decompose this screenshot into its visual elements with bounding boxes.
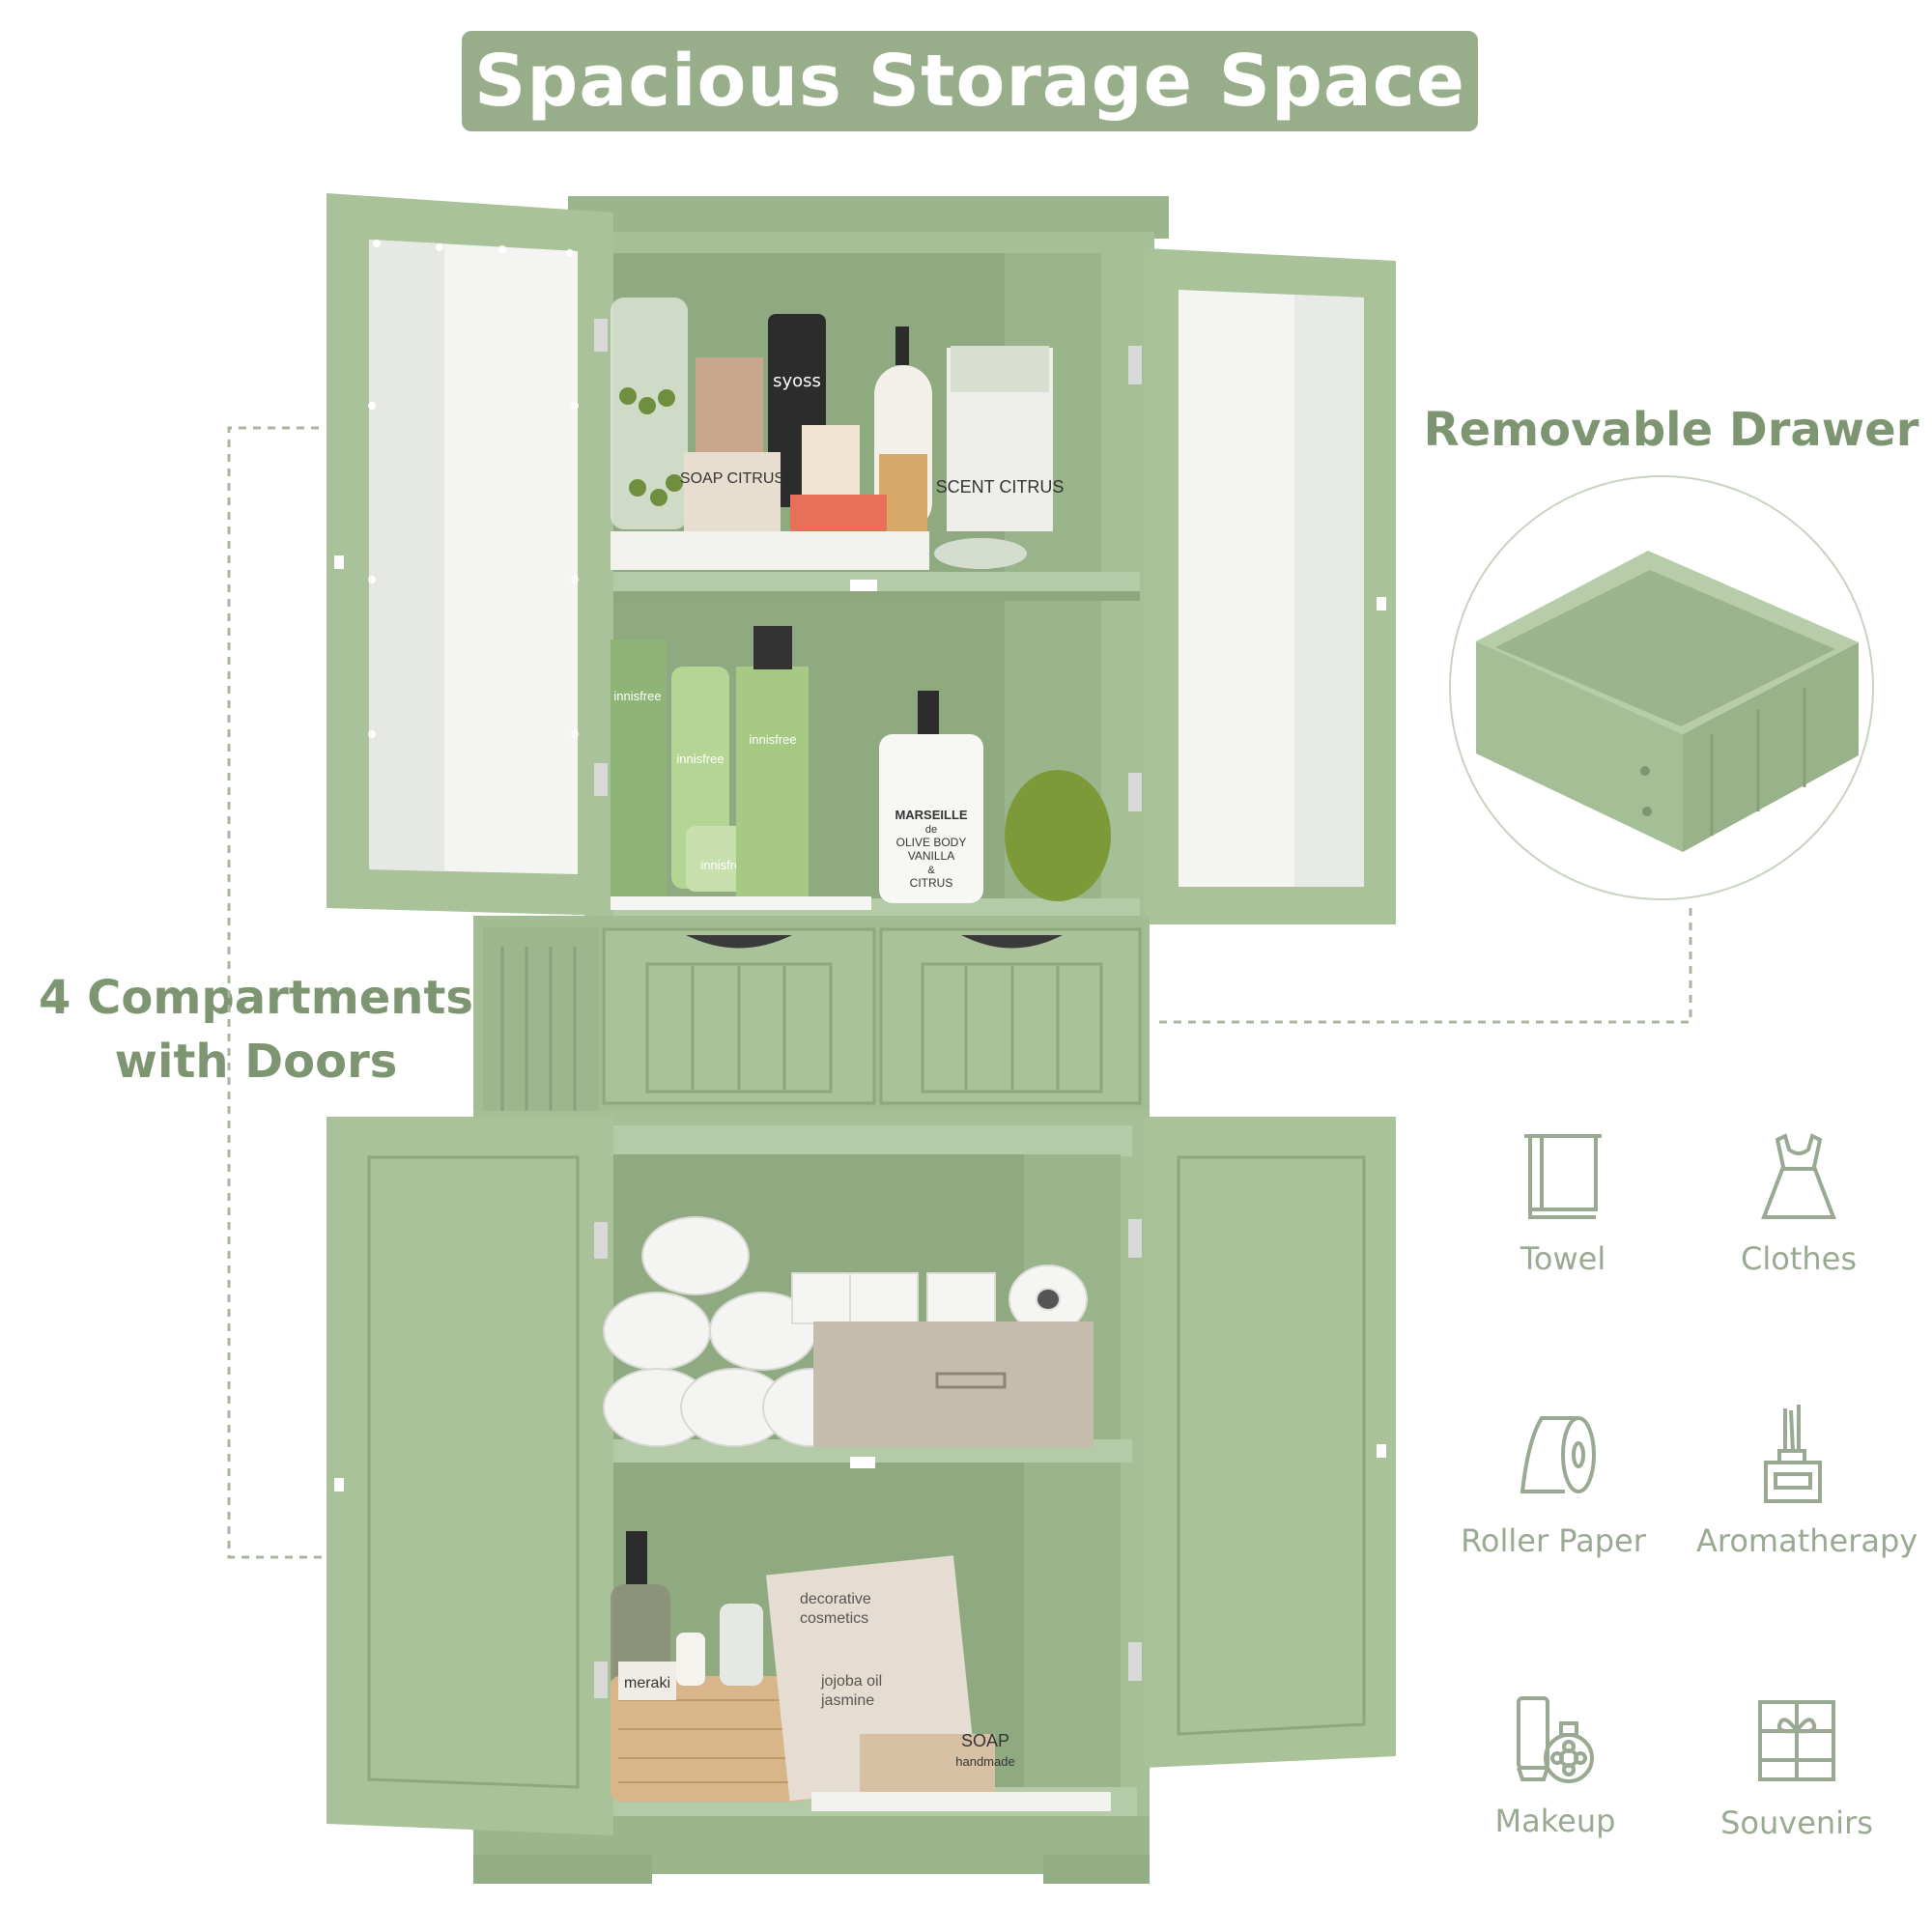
clothes-item: Clothes — [1702, 1128, 1895, 1277]
soap-handmade-line-1: SOAP — [961, 1731, 1009, 1750]
marseille-line-3: OLIVE BODY — [896, 836, 967, 849]
scent-citrus-label: SCENT CITRUS — [936, 477, 1065, 497]
lower-left-door — [327, 1117, 613, 1835]
innisfree-tube-2 — [736, 667, 809, 898]
lower-shelf-items: meraki decorative cosmetics jojoba oil j… — [603, 1216, 1111, 1811]
makeup-item: Makeup — [1459, 1690, 1652, 1839]
marseille-line-6: CITRUS — [910, 876, 953, 890]
makeup-icon — [1517, 1696, 1594, 1783]
drawer-circle — [1449, 475, 1874, 900]
towel-label: Towel — [1520, 1240, 1606, 1277]
upper-left-door — [327, 193, 613, 916]
drawer-section — [473, 916, 1150, 1117]
souvenirs-item: Souvenirs — [1700, 1692, 1893, 1841]
clothes-icon — [1761, 1133, 1836, 1219]
innisfree-label-4: innisfree — [749, 732, 796, 747]
roller-paper-label: Roller Paper — [1461, 1522, 1646, 1559]
upper-shelf-items: syoss SOAP CITRUS SCENT CITRUS — [611, 298, 1064, 570]
soap-bar — [790, 495, 887, 533]
rolled-towels — [603, 1216, 861, 1447]
towel-item: Towel — [1466, 1128, 1660, 1277]
soap-stack — [860, 1734, 995, 1792]
clothes-label: Clothes — [1741, 1240, 1857, 1277]
jojoba-line-1: jojoba oil — [820, 1673, 882, 1690]
compartments-callout: 4 Compartments with Doors — [29, 966, 483, 1094]
title-banner: Spacious Storage Space — [462, 31, 1478, 131]
innisfree-tube-1 — [611, 639, 667, 900]
souvenirs-label: Souvenirs — [1720, 1804, 1873, 1841]
rattan-basket — [611, 1676, 809, 1802]
marseille-line-1: MARSEILLE — [895, 808, 967, 822]
marseille-line-2: de — [925, 824, 937, 836]
aromatherapy-item: Aromatherapy — [1696, 1401, 1918, 1559]
compartments-callout-line1: 4 Compartments — [39, 971, 473, 1025]
innisfree-label-2: innisfree — [676, 752, 724, 766]
innisfree-label-1: innisfree — [613, 689, 661, 703]
compartments-callout-line2: with Doors — [114, 1035, 398, 1089]
jojoba-line-2: jasmine — [820, 1692, 874, 1709]
soap-box — [684, 452, 781, 531]
cabinet-top — [568, 196, 1169, 239]
apple-container — [1005, 770, 1111, 901]
roller-paper-item: Roller Paper — [1457, 1410, 1650, 1559]
makeup-label: Makeup — [1494, 1803, 1616, 1839]
meraki-label: meraki — [624, 1675, 670, 1691]
syoss-label: syoss — [773, 371, 821, 391]
soap-handmade-line-2: handmade — [955, 1754, 1014, 1769]
guide-lines — [227, 426, 1692, 1559]
upper-right-door — [1128, 248, 1396, 924]
roller-paper-icon — [1520, 1416, 1596, 1493]
aromatherapy-icon — [1764, 1405, 1822, 1503]
left-bracket-guide — [227, 426, 328, 1559]
marble-tray — [611, 531, 929, 570]
fabric-storage-box — [813, 1321, 1094, 1447]
right-drawer — [879, 927, 1142, 1105]
page-title: Spacious Storage Space — [474, 40, 1465, 123]
middle-shelf-items: innisfree innisfree innisfree innisfree … — [611, 626, 1111, 910]
drawer-guide — [1159, 908, 1692, 1024]
aromatherapy-label: Aromatherapy — [1696, 1522, 1918, 1559]
marseille-line-4: VANILLA — [908, 849, 954, 863]
soap-citrus-label: SOAP CITRUS — [680, 470, 784, 487]
drawer-callout: Removable Drawer — [1423, 403, 1919, 457]
decorative-line-1: decorative — [800, 1591, 871, 1607]
towel-icon — [1524, 1134, 1602, 1219]
lower-right-door — [1128, 1117, 1396, 1768]
marseille-bottle — [879, 734, 983, 903]
decorative-line-2: cosmetics — [800, 1610, 868, 1627]
marseille-line-5: & — [927, 865, 935, 876]
souvenirs-icon — [1758, 1700, 1835, 1781]
